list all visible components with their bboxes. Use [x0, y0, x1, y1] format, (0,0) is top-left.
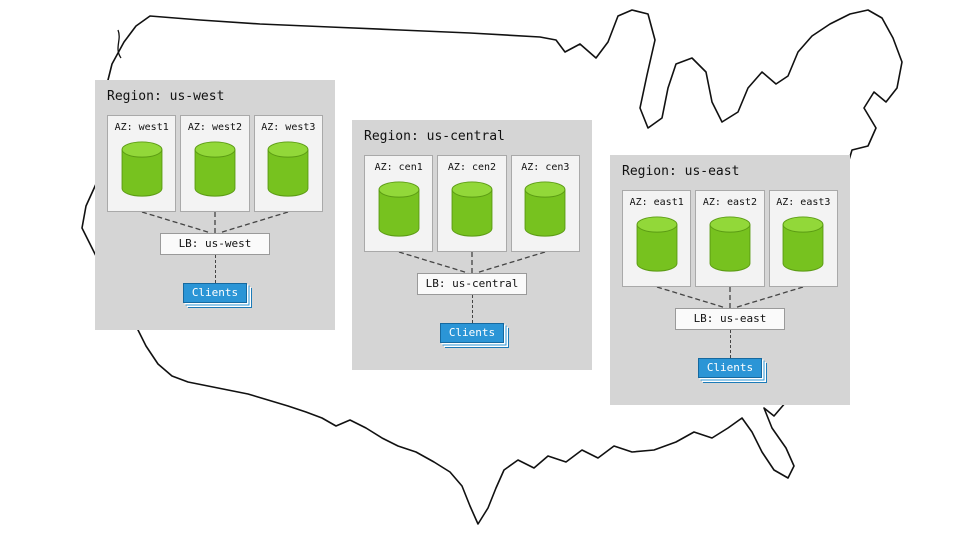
database-cylinder-icon — [378, 181, 420, 237]
az-label: AZ: west3 — [261, 122, 316, 133]
az-row: AZ: west1 AZ: west2 AZ: west3 — [107, 115, 323, 212]
az-row: AZ: east1 AZ: east2 AZ: east3 — [622, 190, 838, 287]
az-box-east3: AZ: east3 — [768, 190, 838, 287]
az-label: AZ: cen3 — [521, 162, 570, 173]
az-box-cen3: AZ: cen3 — [510, 155, 580, 252]
region-box-us-central: Region: us-central AZ: cen1 AZ: cen2 AZ:… — [352, 120, 592, 370]
lb-to-clients-connector — [472, 295, 473, 323]
database-cylinder-icon — [709, 216, 751, 272]
load-balancer-label: LB: us-west — [178, 237, 252, 250]
clients-box: Clients — [440, 323, 504, 343]
database-cylinder-icon — [636, 216, 678, 272]
az-label: AZ: cen1 — [374, 162, 423, 173]
load-balancer-box: LB: us-central — [417, 273, 527, 295]
az-box-cen2: AZ: cen2 — [437, 155, 507, 252]
az-label: AZ: west2 — [187, 122, 243, 133]
az-to-lb-connectors — [656, 287, 804, 308]
az-to-lb-connectors — [398, 252, 546, 273]
az-label: AZ: east2 — [702, 197, 758, 208]
database-cylinder-icon — [267, 141, 309, 197]
region-title: Region: us-east — [622, 164, 740, 179]
database-cylinder-icon — [451, 181, 493, 237]
clients-box: Clients — [183, 283, 247, 303]
az-box-cen1: AZ: cen1 — [364, 155, 434, 252]
az-box-east2: AZ: east2 — [695, 190, 765, 287]
az-label: AZ: east3 — [776, 197, 831, 208]
region-title: Region: us-west — [107, 89, 225, 104]
az-label: AZ: west1 — [114, 122, 169, 133]
az-label: AZ: east1 — [629, 197, 684, 208]
database-cylinder-icon — [524, 181, 566, 237]
database-cylinder-icon — [782, 216, 824, 272]
az-to-lb-connectors — [141, 212, 289, 233]
load-balancer-box: LB: us-west — [160, 233, 270, 255]
database-cylinder-icon — [121, 141, 163, 197]
clients-box: Clients — [698, 358, 762, 378]
region-box-us-west: Region: us-west AZ: west1 AZ: west2 AZ: … — [95, 80, 335, 330]
az-box-west1: AZ: west1 — [107, 115, 177, 212]
load-balancer-label: LB: us-central — [425, 277, 519, 290]
az-label: AZ: cen2 — [447, 162, 497, 173]
az-box-west2: AZ: west2 — [180, 115, 250, 212]
load-balancer-label: LB: us-east — [693, 312, 767, 325]
clients-label: Clients — [448, 326, 496, 339]
az-row: AZ: cen1 AZ: cen2 AZ: cen3 — [364, 155, 580, 252]
clients-label: Clients — [191, 286, 239, 299]
region-box-us-east: Region: us-east AZ: east1 AZ: east2 AZ: … — [610, 155, 850, 405]
clients-label: Clients — [706, 361, 754, 374]
az-box-east1: AZ: east1 — [622, 190, 692, 287]
lb-to-clients-connector — [730, 330, 731, 358]
load-balancer-box: LB: us-east — [675, 308, 785, 330]
lb-to-clients-connector — [215, 255, 216, 283]
database-cylinder-icon — [194, 141, 236, 197]
region-title: Region: us-central — [364, 129, 505, 144]
az-box-west3: AZ: west3 — [253, 115, 323, 212]
